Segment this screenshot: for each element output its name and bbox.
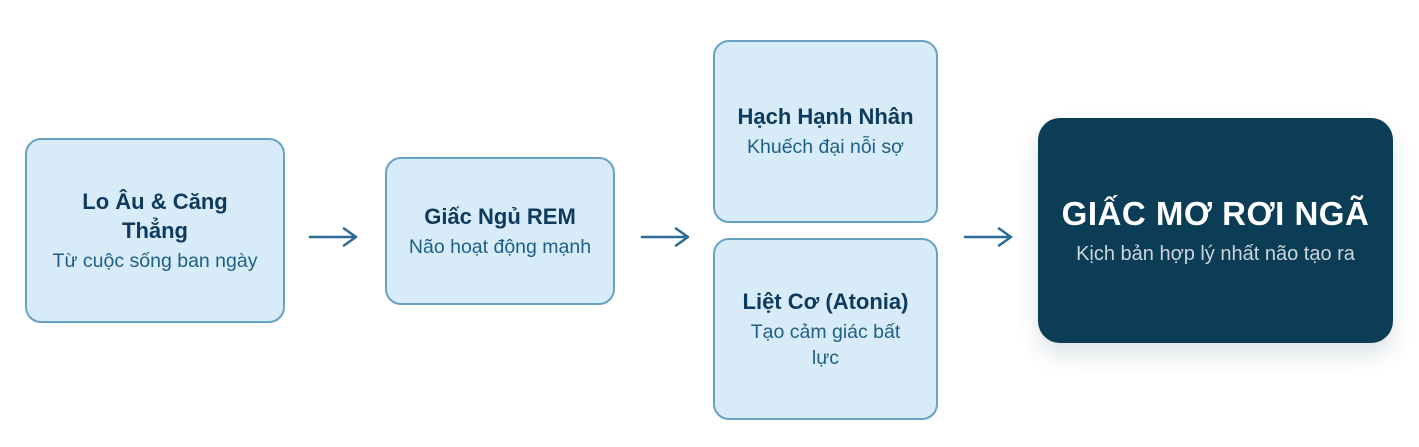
node-amygdala: Hạch Hạnh Nhân Khuếch đại nỗi sợ [713,40,938,223]
node-subtitle: Não hoạt động mạnh [408,235,592,258]
node-title: Hạch Hạnh Nhân [737,104,914,130]
node-title: Liệt Cơ (Atonia) [742,288,909,314]
node-title: Giấc Ngủ REM [424,203,576,229]
node-rem-sleep: Giấc Ngủ REM Não hoạt động mạnh [385,157,615,305]
node-title: GIẤC MƠ RƠI NGÃ [1061,194,1370,232]
flow-arrow-icon [963,227,1013,247]
node-atonia: Liệt Cơ (Atonia) Tạo cảm giác bất lực [713,238,938,420]
node-subtitle: Kịch bản hợp lý nhất não tạo ra [1076,243,1355,266]
node-falling-dream: GIẤC MƠ RƠI NGÃ Kịch bản hợp lý nhất não… [1038,118,1393,343]
node-subtitle: Tạo cảm giác bất lực [750,320,901,370]
flow-arrow-icon [640,227,690,247]
flow-arrow-icon [308,227,358,247]
node-anxiety-stress: Lo Âu & Căng Thẳng Từ cuộc sống ban ngày [25,138,285,323]
node-title: Lo Âu & Căng Thẳng [82,188,228,243]
node-subtitle: Từ cuộc sống ban ngày [52,249,258,272]
node-subtitle: Khuếch đại nỗi sợ [747,136,904,159]
